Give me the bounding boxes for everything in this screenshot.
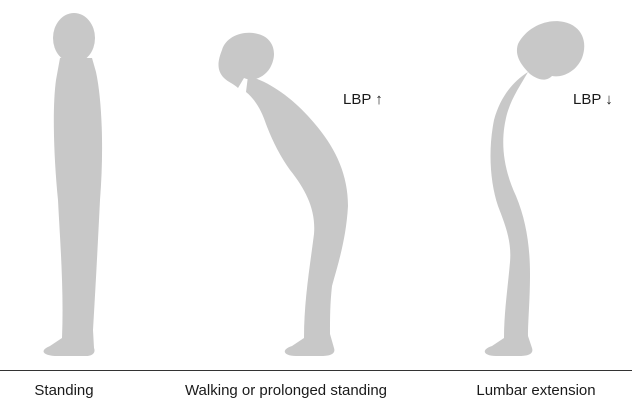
lbp-decrease-annotation: LBP ↓ — [573, 91, 613, 108]
lbp-increase-annotation: LBP ↑ — [343, 91, 383, 108]
lumbar-extension-silhouette — [485, 21, 584, 356]
caption-lumbar-extension: Lumbar extension — [476, 382, 595, 399]
caption-standing: Standing — [34, 382, 93, 399]
bent-forward-silhouette — [219, 33, 349, 356]
caption-walking: Walking or prolonged standing — [185, 382, 387, 399]
ground-line — [0, 370, 632, 371]
standing-silhouette — [44, 13, 103, 356]
